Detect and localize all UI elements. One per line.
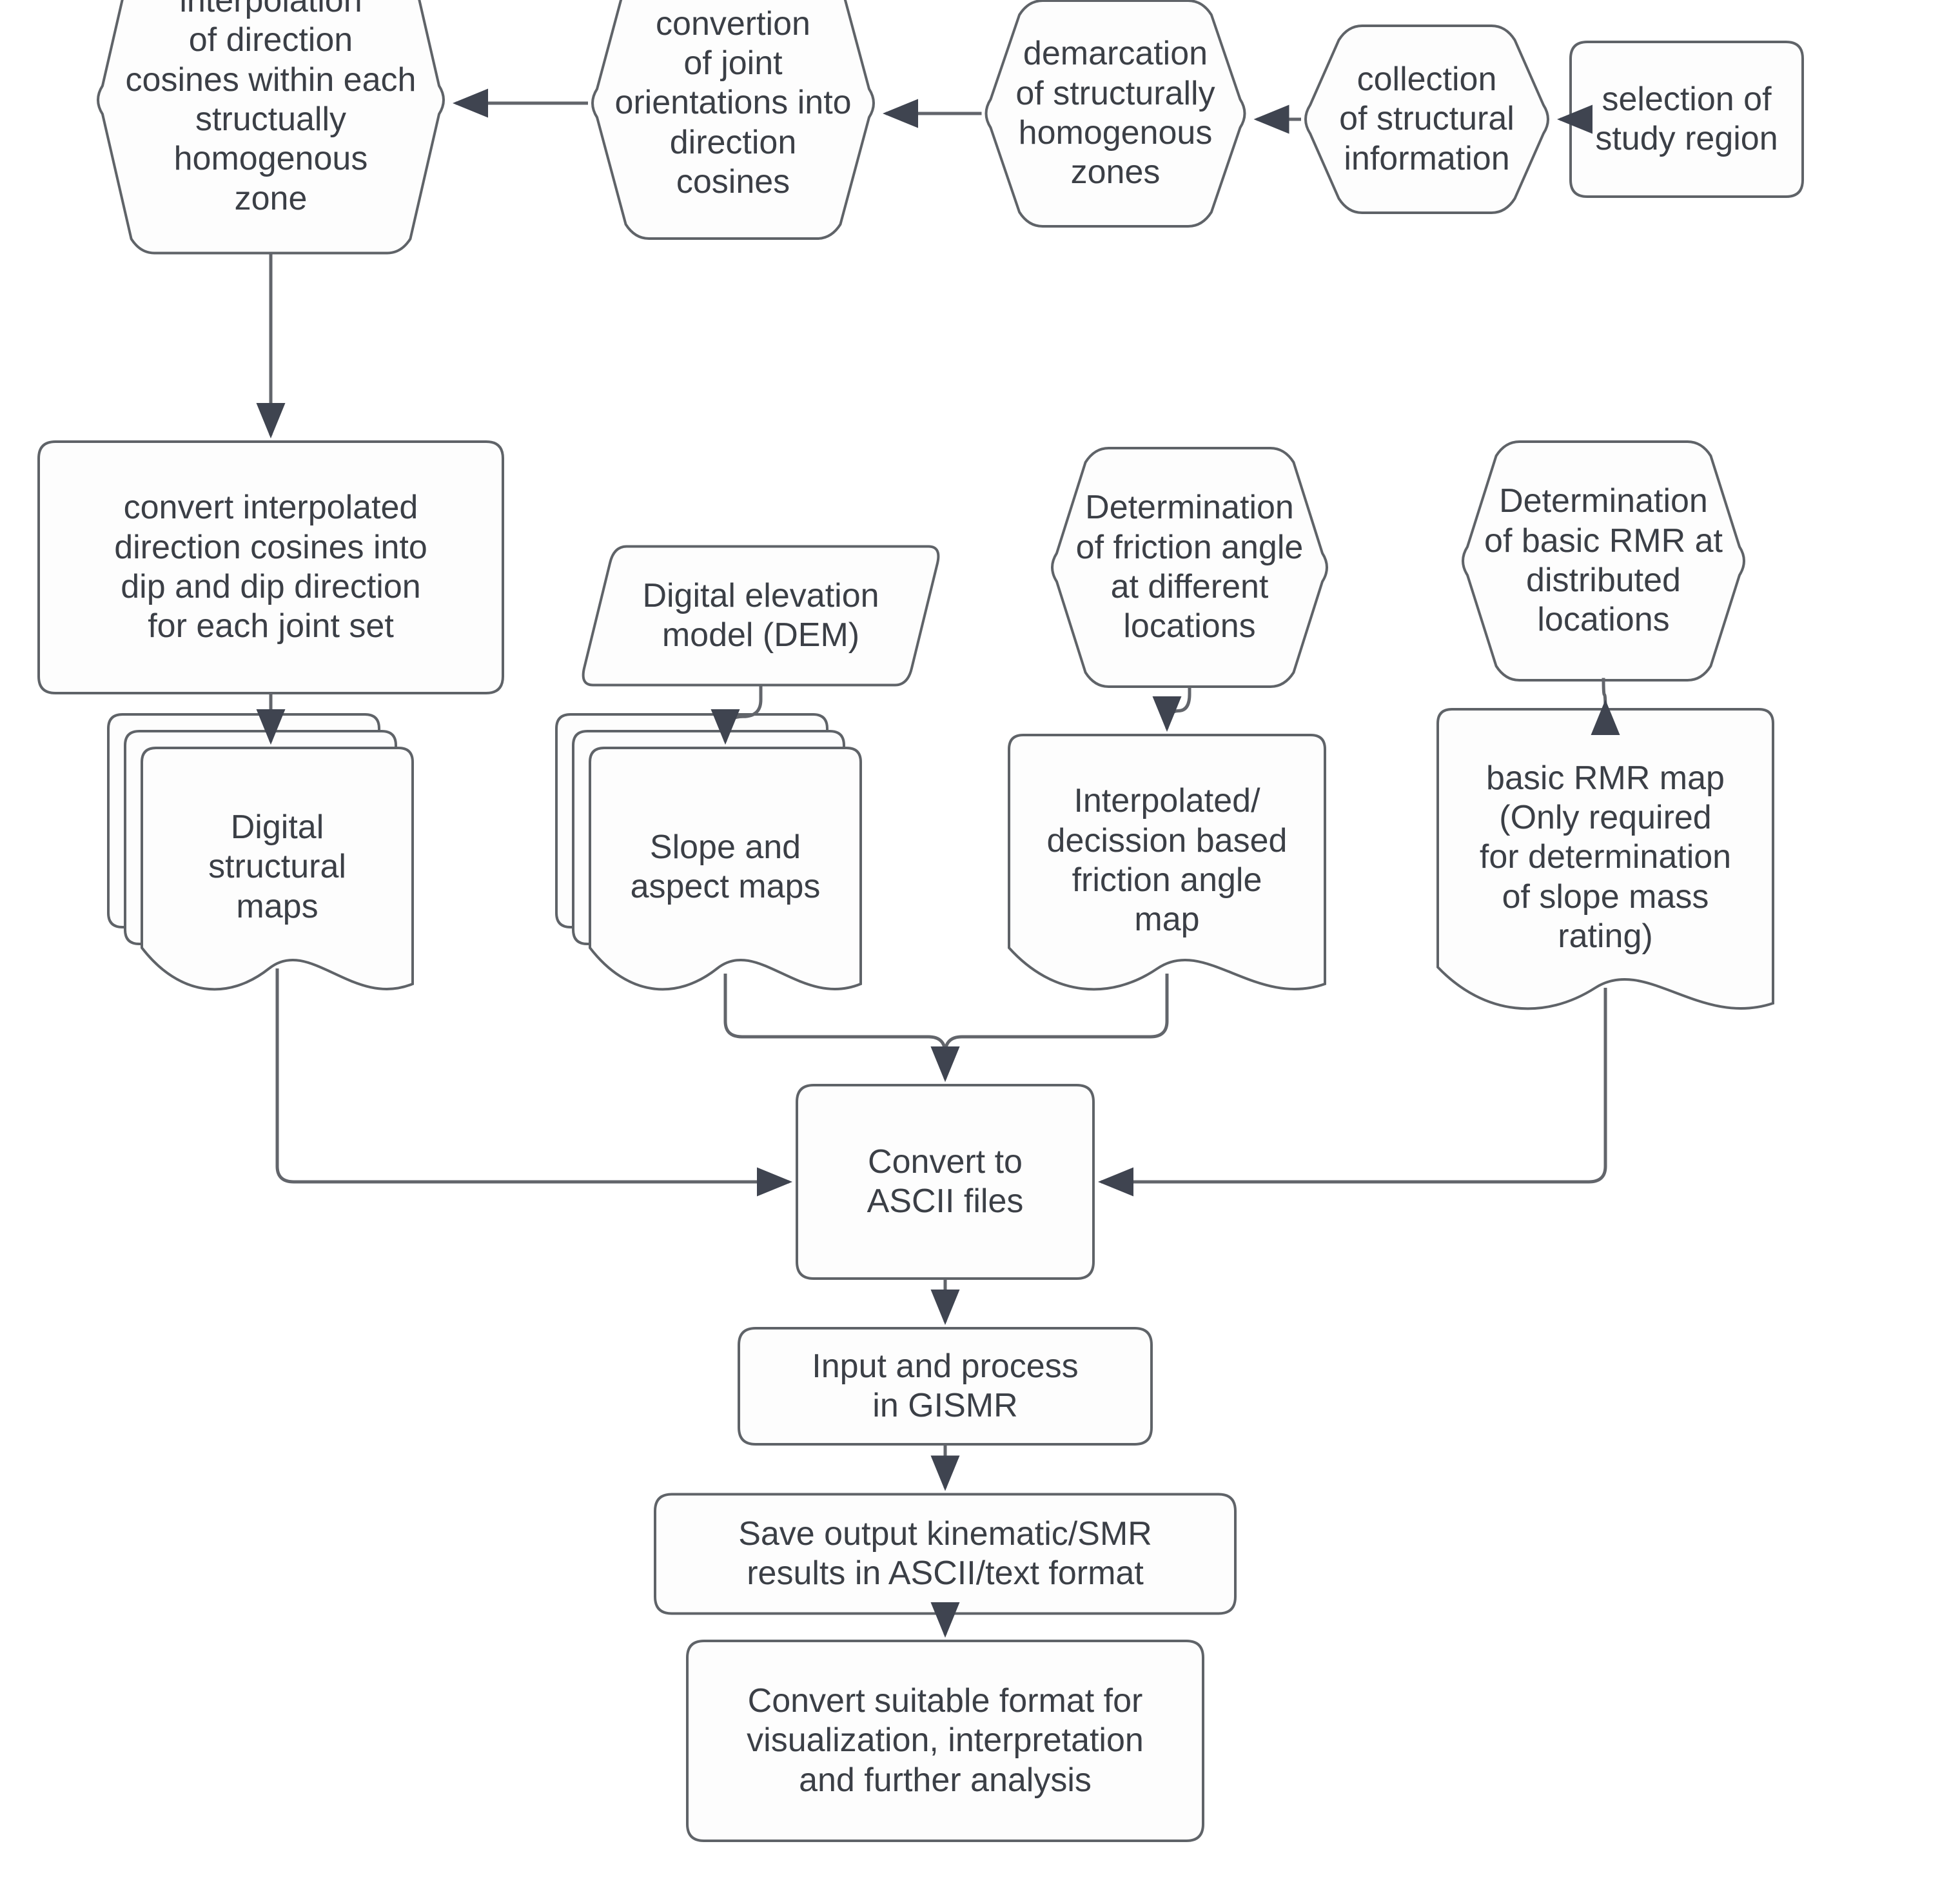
node-digital-elevation-model[interactable]: [582, 545, 940, 687]
node-shape-stadium: [686, 1640, 1204, 1842]
node-interpolated-friction-angle-map[interactable]: [1008, 734, 1326, 991]
node-shape-rounded-rectangle: [1569, 41, 1804, 198]
edge-dem-to-slopemaps: [710, 685, 763, 745]
node-save-output-kinematic-smr-results[interactable]: [654, 1493, 1237, 1615]
node-collection-of-structural-information[interactable]: [1304, 25, 1549, 214]
edge-frictionmap-to-ascii: [930, 974, 1169, 1082]
node-shape-document: [1008, 734, 1326, 991]
node-convert-to-ascii-files[interactable]: [796, 1084, 1095, 1280]
node-shape-rounded-rectangle: [796, 1084, 1095, 1280]
edge-structuralmaps-to-ascii: [275, 968, 792, 1197]
node-input-and-process-in-gismr[interactable]: [738, 1327, 1153, 1446]
node-demarcation-of-structurally-homogenous-zones[interactable]: [985, 0, 1246, 228]
node-slope-and-aspect-maps[interactable]: [555, 713, 862, 991]
node-determination-of-basic-rmr[interactable]: [1462, 440, 1745, 682]
node-shape-rounded-rectangle: [37, 440, 504, 694]
node-basic-rmr-map[interactable]: [1436, 708, 1774, 1010]
node-shape-rounded-rectangle: [654, 1493, 1237, 1615]
node-convert-suitable-format[interactable]: [686, 1640, 1204, 1842]
node-shape-hexagon: [1051, 447, 1328, 688]
node-shape-multi-document: [589, 747, 862, 991]
node-interpolation-of-direction-cosines[interactable]: [97, 0, 445, 255]
node-digital-structural-maps[interactable]: [107, 713, 414, 991]
node-shape-hexagon: [1462, 440, 1745, 682]
node-shape-document: [1436, 708, 1774, 1010]
node-determination-of-friction-angle[interactable]: [1051, 447, 1328, 688]
node-shape-hexagon: [985, 0, 1246, 228]
node-selection-of-study-region[interactable]: [1569, 41, 1804, 198]
node-shape-hexagon: [591, 0, 875, 240]
node-shape-rounded-rectangle: [738, 1327, 1153, 1446]
node-shape-multi-document: [141, 747, 414, 991]
node-convert-interpolated-direction-cosines[interactable]: [37, 440, 504, 694]
edge-rmr-to-rmrmap: [1591, 678, 1620, 735]
node-shape-hexagon: [97, 0, 445, 255]
node-shape-hexagon: [1304, 25, 1549, 214]
node-convertion-of-joint-orientations-into-direction-cosines[interactable]: [591, 0, 875, 240]
edge-friction-to-frictionmap: [1152, 687, 1191, 732]
node-shape-parallelogram: [582, 545, 940, 687]
edge-rmrmap-to-ascii: [1098, 988, 1607, 1197]
